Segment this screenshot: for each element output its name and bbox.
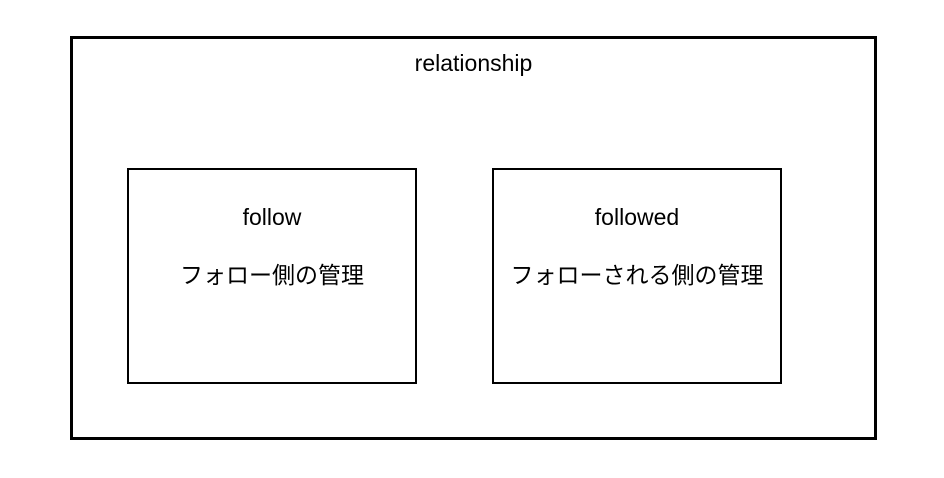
relationship-container-box: relationship follow フォロー側の管理 followed フォ… (70, 36, 877, 440)
node-followed-description: フォローされる側の管理 (510, 262, 764, 288)
node-follow-description: フォロー側の管理 (180, 262, 364, 288)
node-follow: follow フォロー側の管理 (127, 168, 417, 384)
relationship-title: relationship (414, 50, 533, 76)
node-followed-label: followed (594, 204, 680, 230)
node-follow-label: follow (242, 204, 302, 230)
node-followed: followed フォローされる側の管理 (492, 168, 782, 384)
